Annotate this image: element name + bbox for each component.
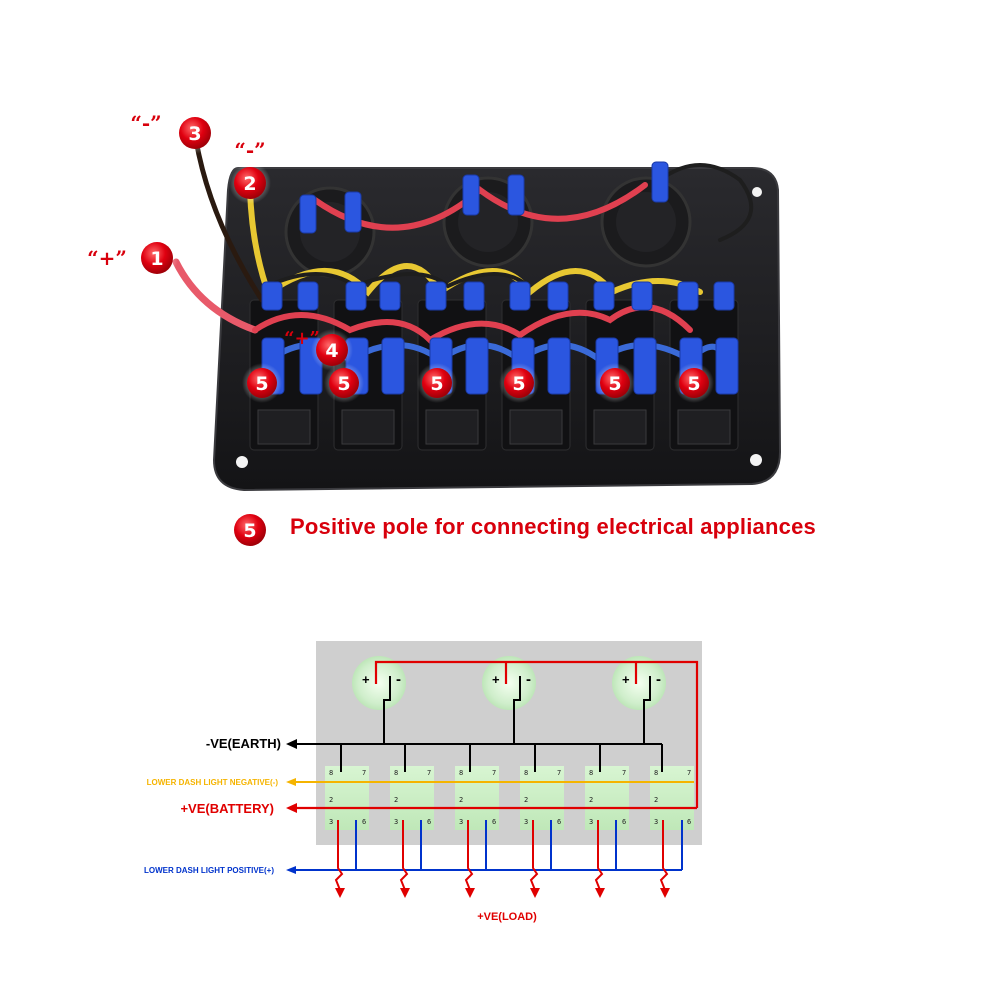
socket-plus: + xyxy=(622,672,630,687)
wiring-diagram: + - + - + - xyxy=(144,641,702,923)
dash-positive-arrow xyxy=(286,866,296,874)
pin-label: 8 xyxy=(459,769,463,777)
socket-minus: - xyxy=(656,671,661,688)
switch-blocks xyxy=(325,766,694,830)
switch-badge-number: 5 xyxy=(337,373,350,395)
pin-label: 3 xyxy=(524,818,528,826)
socket-plus: + xyxy=(492,672,500,687)
pin-label: 3 xyxy=(329,818,333,826)
pin-label: 2 xyxy=(394,796,398,804)
callout-1: 1 “+” xyxy=(87,237,178,279)
callout-number: 2 xyxy=(243,173,256,195)
battery-wire xyxy=(290,660,699,810)
pin-label: 7 xyxy=(557,769,561,777)
callout-number: 4 xyxy=(325,340,338,362)
socket-plus: + xyxy=(362,672,370,687)
earth-label: -VE(EARTH) xyxy=(206,736,281,751)
pin-label: 8 xyxy=(394,769,398,777)
pin-label: 6 xyxy=(622,818,626,826)
pin-label: 6 xyxy=(687,818,691,826)
callout-4: 4 “+” xyxy=(284,328,353,371)
pin-label: 3 xyxy=(394,818,398,826)
load-arrowheads xyxy=(335,888,670,898)
callout-polarity: “+” xyxy=(284,328,320,349)
usb-socket: + - xyxy=(482,656,536,710)
callout-polarity: “-” xyxy=(234,138,265,162)
switch-badge-number: 5 xyxy=(608,373,621,395)
legend-description: Positive pole for connecting electrical … xyxy=(290,514,816,539)
pin-label: 7 xyxy=(362,769,366,777)
switch-badge: 5 xyxy=(417,363,457,403)
switch-badge-number: 5 xyxy=(430,373,443,395)
mount-hole xyxy=(750,454,762,466)
switch-badge: 5 xyxy=(595,363,635,403)
pin-label: 7 xyxy=(427,769,431,777)
pin-label: 3 xyxy=(654,818,658,826)
dash-positive-label: LOWER DASH LIGHT POSITIVE(+) xyxy=(144,866,274,875)
pin-label: 6 xyxy=(362,818,366,826)
dash-negative-label: LOWER DASH LIGHT NEGATIVE(-) xyxy=(147,778,279,787)
switch-badge-number: 5 xyxy=(512,373,525,395)
mount-hole xyxy=(236,456,248,468)
pin-label: 2 xyxy=(459,796,463,804)
pin-label: 3 xyxy=(459,818,463,826)
pin-label: 6 xyxy=(427,818,431,826)
switch-badge-number: 5 xyxy=(687,373,700,395)
legend-badge-number: 5 xyxy=(243,520,256,542)
usb-socket: + - xyxy=(612,656,666,710)
pin-label: 8 xyxy=(329,769,333,777)
battery-arrow xyxy=(286,803,297,813)
switch-pin-labels: 8 7 2 3 6 8 7 2 3 6 8 7 2 3 6 8 7 2 3 6 8 7 2 3 6 8 7 2 3 6 xyxy=(329,769,691,826)
callout-number: 1 xyxy=(150,248,163,270)
callout-2: 2 “-” xyxy=(229,138,271,204)
socket-minus: - xyxy=(526,671,531,688)
pin-label: 8 xyxy=(654,769,658,777)
dash-negative-arrow xyxy=(286,778,296,786)
load-wires xyxy=(334,820,669,891)
dash-positive-wire xyxy=(290,820,683,871)
pin-label: 7 xyxy=(492,769,496,777)
callout-3: 3 “-” xyxy=(130,111,216,154)
pin-label: 2 xyxy=(329,796,333,804)
switch-badge: 5 xyxy=(324,363,364,403)
callout-polarity: “+” xyxy=(87,246,127,270)
legend-badge: 5 xyxy=(229,509,271,551)
pin-label: 8 xyxy=(589,769,593,777)
pin-label: 2 xyxy=(654,796,658,804)
load-label: +VE(LOAD) xyxy=(477,911,537,923)
callout-number: 3 xyxy=(188,123,201,145)
battery-label: +VE(BATTERY) xyxy=(180,801,274,816)
pin-label: 7 xyxy=(687,769,691,777)
pin-label: 6 xyxy=(492,818,496,826)
usb-socket: + - xyxy=(352,656,406,710)
earth-wire xyxy=(290,676,663,772)
earth-arrow xyxy=(286,739,297,749)
socket-minus: - xyxy=(396,671,401,688)
callout-polarity: “-” xyxy=(130,111,161,135)
pin-label: 2 xyxy=(524,796,528,804)
switch-badge: 5 xyxy=(242,363,282,403)
pin-label: 6 xyxy=(557,818,561,826)
pin-label: 8 xyxy=(524,769,528,777)
switch-badge: 5 xyxy=(499,363,539,403)
switch-badge-number: 5 xyxy=(255,373,268,395)
mount-hole xyxy=(752,187,762,197)
pin-label: 3 xyxy=(589,818,593,826)
switch-badges: 5 5 5 5 5 5 xyxy=(242,363,714,403)
pin-label: 2 xyxy=(589,796,593,804)
switch-badge: 5 xyxy=(674,363,714,403)
pin-label: 7 xyxy=(622,769,626,777)
